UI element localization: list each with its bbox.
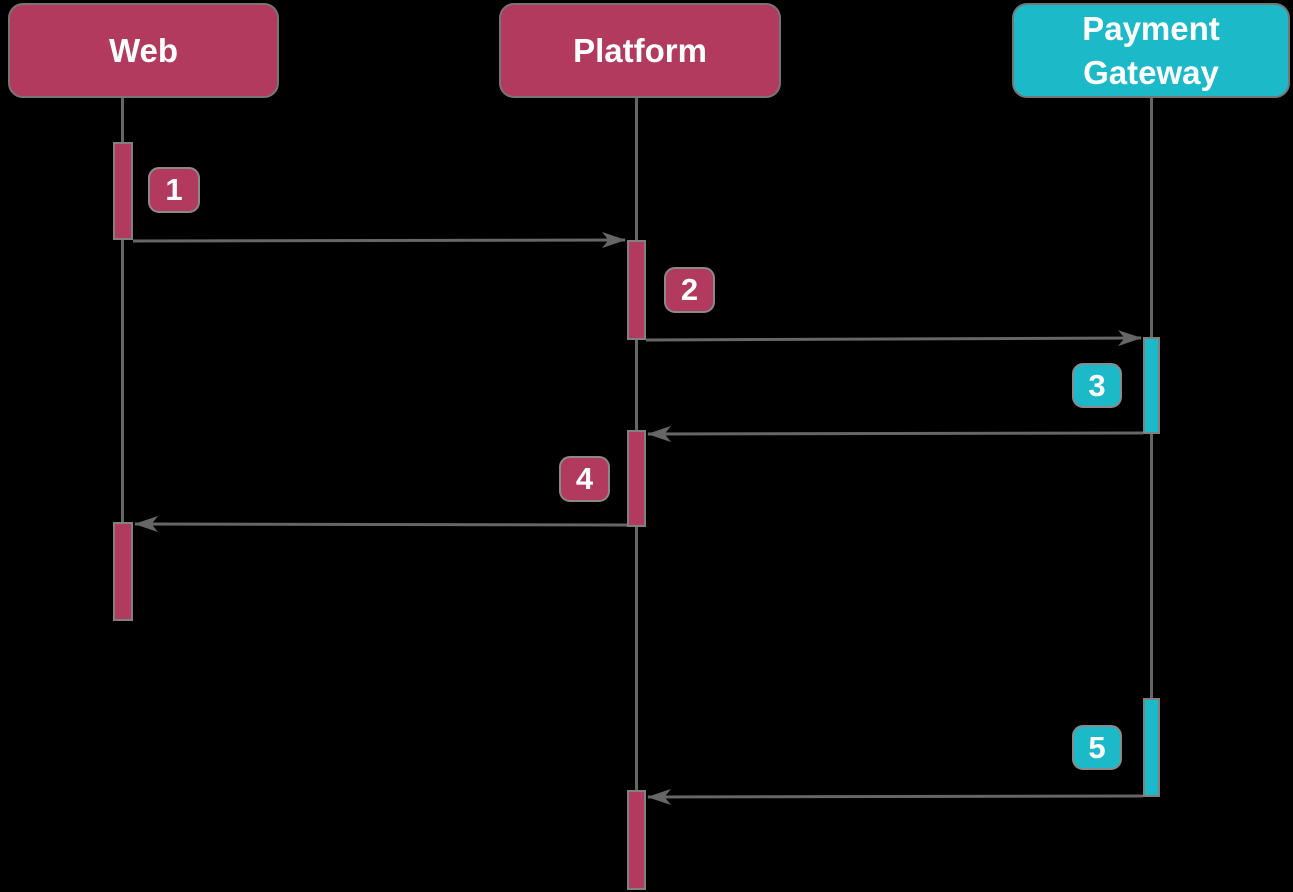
- step-badge-4: 4: [559, 456, 610, 502]
- step-badge-1-number: 1: [165, 172, 183, 207]
- message-arrow-1-web-to-platform: [132, 232, 626, 249]
- actor-label-platform: Platform: [573, 31, 707, 69]
- activation-bar-gateway-step5: [1143, 698, 1160, 797]
- step-badge-3: 3: [1072, 363, 1122, 408]
- step-badge-3-number: 3: [1088, 367, 1106, 403]
- activation-bar-platform-step4: [627, 430, 646, 527]
- actor-label-web: Web: [108, 31, 179, 69]
- step-badge-2-number: 2: [680, 272, 699, 307]
- activation-bar-platform-step2: [627, 240, 646, 340]
- actor-label-payment-gateway: Payment Gateway: [1082, 9, 1220, 91]
- step-badge-5: 5: [1072, 725, 1122, 770]
- activation-bar-web-return: [113, 522, 133, 621]
- step-badge-2: 2: [664, 267, 715, 313]
- step-badge-4-number: 4: [575, 461, 594, 496]
- actor-box-web: Web: [8, 3, 279, 98]
- activation-bar-web-step1: [113, 142, 133, 240]
- message-arrow-3-gateway-to-platform: [647, 425, 1144, 442]
- activation-bar-gateway-step3: [1143, 337, 1160, 434]
- actor-box-platform: Platform: [499, 3, 781, 98]
- activation-bar-platform-final: [627, 790, 646, 890]
- message-arrow-4-platform-to-web: [134, 516, 628, 533]
- step-badge-1: 1: [148, 167, 200, 213]
- actor-box-payment-gateway: Payment Gateway: [1012, 3, 1290, 98]
- step-badge-5-number: 5: [1088, 729, 1106, 765]
- message-arrow-2-platform-to-gateway: [645, 330, 1142, 347]
- message-arrow-5-gateway-to-platform: [647, 788, 1144, 805]
